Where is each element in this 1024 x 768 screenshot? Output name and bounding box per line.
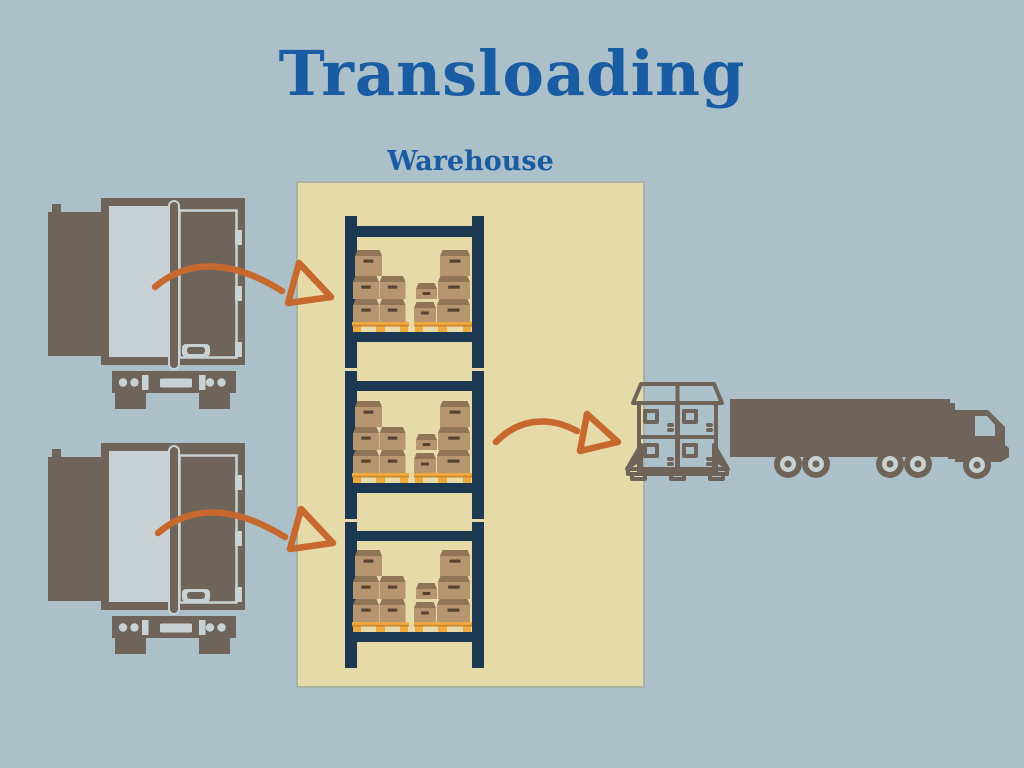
shelf-level-2-boxes: [352, 401, 472, 483]
pallet-with-boxes-icon: [625, 382, 730, 481]
trailer-box: [730, 399, 950, 457]
open-door-right: [168, 200, 242, 370]
rack-beam: [345, 483, 484, 493]
open-door-right: [168, 445, 242, 615]
shelf-level-1-boxes: [352, 250, 472, 332]
page-title: Transloading: [278, 37, 746, 110]
rack-beam: [345, 381, 484, 391]
inbound-truck-2-icon: [48, 443, 245, 654]
open-rear-trailer: [48, 198, 245, 409]
rack-beam: [345, 226, 484, 237]
license-plate: [160, 623, 192, 633]
trailer-bumper: [112, 371, 236, 409]
open-rear-trailer: [48, 443, 245, 654]
trailer-bumper: [112, 616, 236, 654]
pallet-base: [625, 443, 730, 481]
wheels: [774, 450, 991, 479]
warehouse-shelf-rack-icon: [345, 216, 484, 668]
warehouse-label: Warehouse: [387, 146, 554, 177]
open-door-left: [48, 457, 106, 601]
truck-silhouette: [730, 399, 1009, 479]
rack-beam: [345, 531, 484, 541]
semi-truck-icon: [730, 399, 1009, 479]
rack-post-right: [472, 216, 484, 668]
open-door-left: [48, 212, 106, 356]
license-plate: [160, 378, 192, 388]
rack-beam: [345, 332, 484, 342]
rack-beam: [345, 632, 484, 642]
shelf-level-3-boxes: [352, 550, 472, 632]
inbound-truck-1-icon: [48, 198, 245, 409]
cab-windshield: [975, 416, 995, 436]
